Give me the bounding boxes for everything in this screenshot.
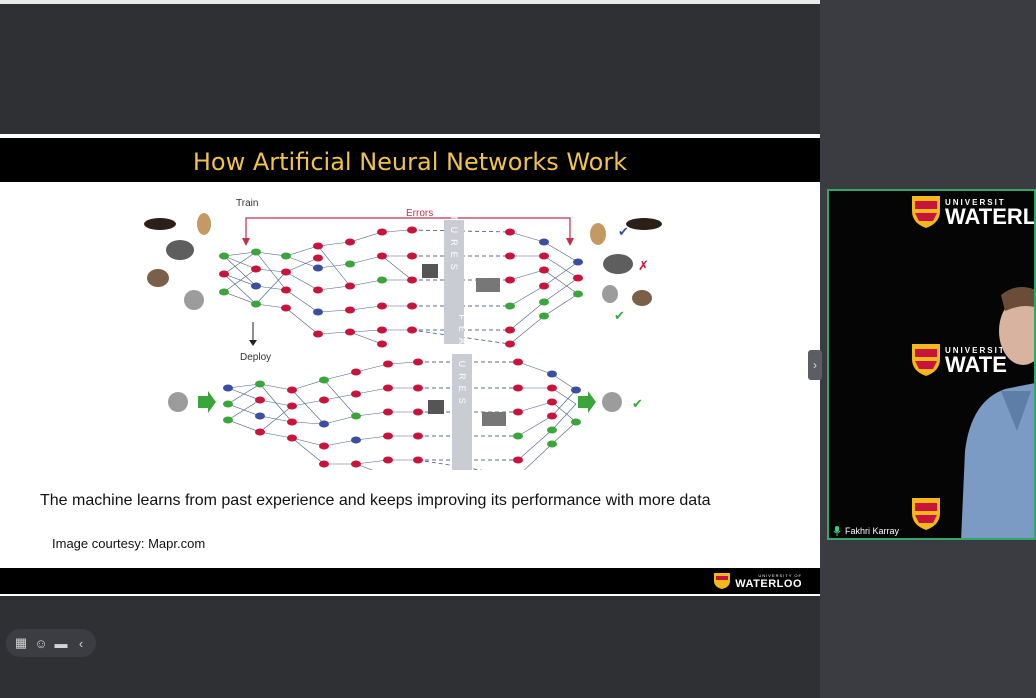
errors-label: Errors: [406, 208, 433, 219]
meeting-toolbar: ▦ ☺ ▬ ‹: [6, 629, 96, 657]
logo-name-text: WATERLO: [945, 203, 1036, 229]
main-stage: How Artificial Neural Networks Work Trai…: [0, 0, 820, 657]
logo-name-text-short: WATE: [945, 351, 1007, 377]
shield-icon: [714, 573, 731, 589]
deploy-network-edges: [227, 361, 577, 470]
participant-name: Fakhri Karray: [845, 526, 900, 536]
errors-arrowhead-right: [566, 238, 574, 246]
footer-logo-name: WATERLOO: [735, 577, 802, 590]
chevron-left-icon[interactable]: ‹: [78, 635, 84, 651]
waterloo-logo-3: [911, 497, 941, 531]
logo-uni-text: UNIVERSIT: [945, 345, 1006, 355]
deploy-feature-thumb-fur: [482, 412, 506, 426]
mic-icon: [833, 526, 841, 536]
participant-name-tag: Fakhri Karray: [833, 526, 899, 536]
train-feature-thumb-eye: [422, 264, 438, 278]
train-network-nodes: [219, 226, 583, 348]
deploy-features-bar: [452, 354, 472, 470]
top-divider: [0, 0, 820, 4]
logo-uni-text: UNIVERSIT: [945, 197, 1006, 207]
footer-waterloo-logo: UNIVERSITY OF WATERLOO: [713, 572, 802, 590]
train-feature-thumb-fur: [476, 278, 500, 292]
slide-body-text: The machine learns from past experience …: [40, 492, 711, 509]
video-tile-active-speaker[interactable]: UNIVERSIT WATERLO UNIVERSIT WATE: [827, 189, 1036, 540]
slide-title-bar: How Artificial Neural Networks Work: [0, 138, 820, 182]
check-icon-deploy: ✔: [632, 396, 643, 411]
waterloo-logo-2: UNIVERSIT WATE: [911, 343, 1007, 377]
errors-arrow: [245, 217, 571, 242]
errors-arrowhead-left: [242, 238, 250, 246]
slide-footer-bar: UNIVERSITY OF WATERLOO: [0, 568, 820, 594]
deploy-input-arrow: [198, 391, 216, 413]
deploy-label: Deploy: [240, 352, 271, 363]
train-output-animals: [590, 218, 662, 306]
shield-icon: [912, 344, 940, 376]
deploy-output-arrow: [578, 391, 596, 413]
deploy-arrowhead: [249, 340, 257, 346]
train-features-bar: [444, 220, 464, 344]
slide-credit: Image courtesy: Mapr.com: [52, 536, 206, 551]
deploy-feature-thumb-eye: [428, 400, 444, 414]
emoji-icon[interactable]: ☺: [34, 635, 48, 651]
deploy-features-label: FEATURES: [457, 314, 467, 409]
participant-video: [961, 287, 1034, 538]
train-features-label: FEATURES: [449, 194, 459, 276]
train-input-animals: [144, 213, 211, 310]
train-label: Train: [236, 198, 258, 209]
shield-icon: [912, 498, 940, 530]
train-network-edges: [223, 229, 579, 345]
chat-icon[interactable]: ▬: [54, 635, 68, 651]
neural-network-figure: Train Errors: [144, 194, 662, 470]
check-icon-dog: ✔: [618, 224, 629, 239]
shared-slide: How Artificial Neural Networks Work Trai…: [0, 134, 820, 596]
waterloo-logo-1: UNIVERSIT WATERLO: [911, 195, 1036, 229]
deploy-input-cat: [168, 392, 188, 412]
footer-logo-uni: UNIVERSITY OF: [758, 572, 802, 578]
deploy-output-cat: [602, 392, 622, 412]
cross-icon-raccoon: ✗: [638, 258, 649, 273]
shield-icon: [912, 196, 940, 228]
slide-title: How Artificial Neural Networks Work: [192, 148, 628, 176]
deploy-network-nodes: [223, 358, 581, 468]
grid-icon[interactable]: ▦: [14, 635, 28, 650]
check-icon-cat: ✔: [614, 308, 625, 323]
chevron-right-icon[interactable]: ›: [808, 350, 822, 380]
